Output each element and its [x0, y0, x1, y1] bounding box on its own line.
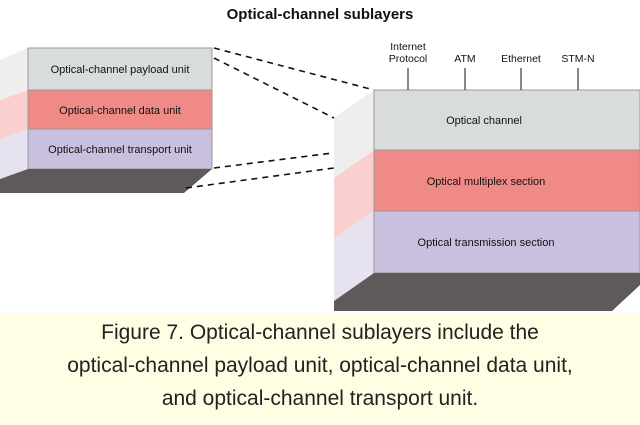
optical-sublayers-diagram: Optical-channel sublayers Optical-channe… [0, 6, 640, 311]
right-stack-base [334, 273, 640, 311]
protocol-ethernet: Ethernet [501, 53, 541, 65]
protocol-ip-line1: Internet [390, 41, 426, 53]
left-stack-side-top [0, 48, 28, 100]
left-stack-side-bottom [0, 129, 28, 179]
left-layer-payload-label: Optical-channel payload unit [51, 64, 190, 76]
diagram-title: Optical-channel sublayers [227, 6, 414, 23]
protocol-labels: Internet Protocol ATM Ethernet STM-N [389, 41, 595, 90]
left-layer-payload-unit [27, 47, 213, 91]
left-layer-transport-label: Optical-channel transport unit [48, 144, 192, 156]
connector-bottom-inner [185, 167, 335, 189]
connector-top [213, 47, 375, 91]
protocol-ip-line2: Protocol [389, 53, 428, 65]
left-layer-data-unit [27, 89, 213, 130]
right-layer-transmission-section [373, 210, 640, 274]
caption-line-3: and optical-channel transport unit. [161, 387, 479, 410]
right-stack: Optical channel Optical multiplex sectio… [334, 89, 640, 311]
figure-caption: Figure 7. Optical-channel sublayers incl… [0, 316, 640, 415]
right-stack-side-top [334, 90, 374, 178]
left-layer-data-label: Optical-channel data unit [59, 105, 181, 117]
left-stack-side-middle [0, 90, 28, 139]
right-layer-multiplex-section [373, 149, 640, 212]
right-stack-side-middle [334, 150, 374, 239]
protocol-stm-n: STM-N [561, 53, 594, 65]
left-stack: Optical-channel payload unit Optical-cha… [0, 47, 213, 193]
caption-background [0, 313, 640, 425]
left-layer-transport-unit [27, 128, 213, 170]
left-stack-base [0, 169, 212, 193]
right-layer-multiplex-label: Optical multiplex section [427, 176, 546, 188]
right-layer-channel-label: Optical channel [446, 115, 522, 127]
right-stack-side-bottom [334, 211, 374, 301]
right-layer-transmission-label: Optical transmission section [418, 237, 555, 249]
protocol-atm: ATM [454, 53, 475, 65]
caption-line-2: optical-channel payload unit, optical-ch… [67, 354, 573, 377]
caption-line-1: Figure 7. Optical-channel sublayers incl… [101, 321, 539, 344]
connector-top-inner [213, 57, 335, 119]
